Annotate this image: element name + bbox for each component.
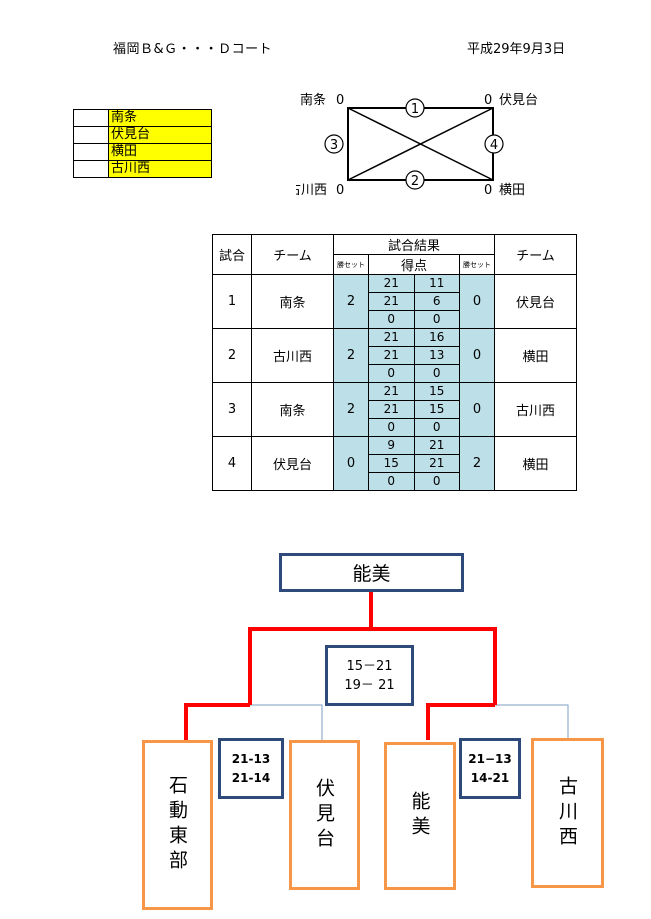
score-b: 11: [413, 274, 460, 293]
sets-b: 0: [459, 382, 495, 437]
team-b: 古川西: [494, 382, 577, 437]
score-a: 0: [368, 418, 415, 437]
semi-left-score-box: 21-13 21-14: [218, 738, 284, 799]
bracket-team-box: 伏見台: [289, 740, 360, 890]
bracket-team-name: 伏見台: [313, 777, 335, 853]
semi-right-score-set2: 14-21: [470, 770, 510, 785]
bracket-team-box: 古川西: [531, 738, 604, 888]
bracket-team-name: 石動東部: [166, 775, 188, 875]
score-b: 15: [413, 382, 460, 401]
sets-b: 0: [459, 328, 495, 383]
team-list: 南条 伏見台 横田 古川西: [73, 109, 212, 178]
match-1-number: 1: [411, 102, 419, 117]
score-b: 0: [413, 364, 460, 383]
score-a: 21: [368, 328, 415, 347]
score-b: 15: [413, 400, 460, 419]
team-b: 横田: [494, 436, 577, 491]
bottom-left-score: 0: [336, 183, 344, 198]
bracket-team-name: 古川西: [556, 775, 578, 851]
team-list-name: 南条: [108, 109, 212, 127]
team-list-row: 南条: [73, 109, 212, 127]
final-score-set2: 19－ 21: [344, 677, 395, 693]
team-b: 横田: [494, 328, 577, 383]
score-a: 0: [368, 364, 415, 383]
bracket-team-box: 石動東部: [142, 740, 213, 910]
team-list-row: 古川西: [73, 160, 212, 178]
match-2-number: 2: [411, 174, 419, 189]
league-diagram: 1 2 3 4 南条 0 0 伏見台 古川西 0 0 横田: [296, 92, 538, 198]
team-a: 南条: [251, 382, 334, 437]
bracket-win-path: [184, 592, 497, 740]
final-score-set1: 15－21: [346, 658, 393, 674]
bottom-right-team: 横田: [499, 183, 525, 198]
match-no: 3: [212, 382, 252, 437]
table-row: 4 伏見台 0 9 21 2 横田: [212, 436, 577, 491]
match-no: 4: [212, 436, 252, 491]
top-left-team: 南条: [300, 92, 326, 108]
top-right-team: 伏見台: [499, 93, 538, 108]
match-no: 2: [212, 328, 252, 383]
score-a: 0: [368, 472, 415, 491]
bottom-left-team: 古川西: [296, 183, 327, 198]
semi-left-score-set2: 21-14: [231, 770, 271, 785]
match-4-number: 4: [490, 138, 498, 153]
team-a: 南条: [251, 274, 334, 329]
champion-box: 能美: [279, 553, 464, 592]
header-team-b: チーム: [494, 234, 577, 275]
match-2-marker: [405, 170, 425, 190]
sets-a: 0: [333, 436, 369, 491]
bracket-team-box: 能美: [384, 742, 456, 890]
score-b: 6: [413, 292, 460, 311]
semi-left-score-set1: 21-13: [231, 751, 271, 766]
table-row: 3 南条 2 21 15 0 古川西: [212, 382, 577, 437]
table-row: 1 南条 2 21 11 0 伏見台: [212, 274, 577, 329]
page-title: 福岡Ｂ&Ｇ・・・Ｄコート: [113, 42, 273, 57]
team-a: 伏見台: [251, 436, 334, 491]
match-3-number: 3: [330, 138, 338, 153]
score-a: 21: [368, 346, 415, 365]
score-b: 16: [413, 328, 460, 347]
top-right-score: 0: [484, 93, 492, 108]
semi-right-score-box: 21−13 14-21: [459, 738, 521, 799]
team-list-name: 古川西: [108, 160, 212, 178]
bracket-team-name: 能美: [408, 791, 431, 841]
bottom-right-score: 0: [484, 183, 492, 198]
diagram-diagonal: [347, 107, 494, 181]
score-b: 0: [413, 310, 460, 329]
match-4-marker: [484, 134, 504, 154]
sets-a: 2: [333, 274, 369, 329]
score-a: 21: [368, 400, 415, 419]
score-b: 21: [413, 454, 460, 473]
final-score-box: 15－21 19－ 21: [325, 645, 414, 706]
match-1-marker: [405, 98, 425, 118]
team-list-row: 横田: [73, 143, 212, 161]
score-b: 0: [413, 472, 460, 491]
sets-b: 2: [459, 436, 495, 491]
semi-right-score-set1: 21−13: [468, 751, 512, 766]
results-table: 試合 チーム 試合結果 チーム 勝セット 得点 勝セット 1 南条 2 21 1…: [212, 234, 577, 491]
date-label: 平成29年9月3日: [467, 42, 566, 57]
match-3-marker: [324, 134, 344, 154]
top-left-score: 0: [336, 93, 344, 108]
header-team-a: チーム: [251, 234, 334, 275]
score-b: 13: [413, 346, 460, 365]
team-b: 伏見台: [494, 274, 577, 329]
score-a: 9: [368, 436, 415, 455]
champion-name: 能美: [352, 563, 391, 585]
